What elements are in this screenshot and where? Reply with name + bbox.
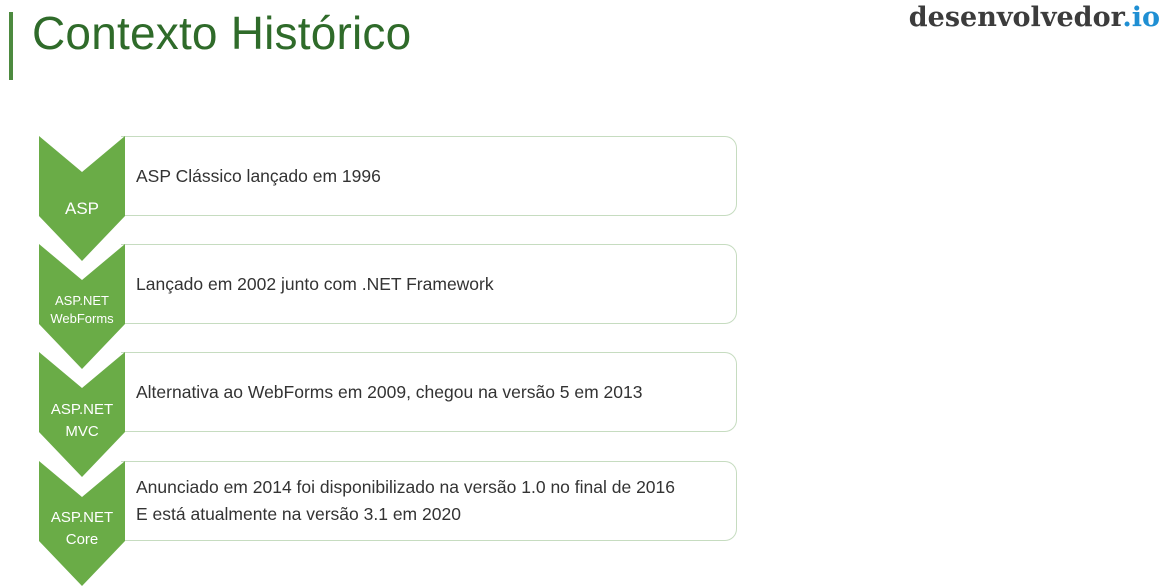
step-description: Lançado em 2002 junto com .NET Framework — [136, 244, 726, 324]
timeline-step-core: ASP.NET Core Anunciado em 2014 foi dispo… — [39, 461, 739, 586]
step-label: ASP.NET MVC — [39, 399, 125, 443]
step-description: ASP Clássico lançado em 1996 — [136, 136, 726, 216]
chevron-shape — [39, 244, 125, 369]
step-card — [121, 244, 737, 324]
chevron-shape — [39, 461, 125, 586]
timeline-step-asp: ASP ASP Clássico lançado em 1996 — [39, 136, 739, 261]
step-text-line: Alternativa ao WebForms em 2009, chegou … — [136, 381, 643, 402]
step-label-line: ASP.NET — [50, 401, 114, 418]
page-title: Contexto Histórico — [32, 7, 412, 59]
timeline-step-webforms: ASP.NET WebForms Lançado em 2002 junto c… — [39, 244, 739, 369]
step-card — [121, 136, 737, 216]
timeline-step-mvc: ASP.NET MVC Alternativa ao WebForms em 2… — [39, 352, 739, 477]
step-label: ASP — [39, 199, 125, 219]
step-text-line: Lançado em 2002 junto com .NET Framework — [136, 273, 494, 294]
step-description: Alternativa ao WebForms em 2009, chegou … — [136, 352, 726, 432]
logo-tld: .io — [1122, 2, 1160, 33]
chevron-shape — [39, 136, 125, 261]
step-label-line: WebForms — [50, 311, 114, 326]
step-label-line: Core — [65, 531, 99, 548]
step-text-line: ASP Clássico lançado em 1996 — [136, 165, 381, 186]
title-accent-bar — [9, 12, 13, 80]
brand-logo: desenvolvedor.io — [909, 2, 1160, 33]
step-label: ASP.NET WebForms — [39, 292, 125, 328]
step-description: Anunciado em 2014 foi disponibilizado na… — [136, 461, 726, 541]
step-text-line: Anunciado em 2014 foi disponibilizado na… — [136, 477, 675, 497]
logo-text: desenvolvedor — [908, 2, 1123, 33]
step-card — [121, 352, 737, 432]
step-text-line: E está atualmente na versão 3.1 em 2020 — [136, 504, 461, 524]
step-label-line: ASP — [64, 199, 100, 218]
step-label-line: ASP.NET — [55, 293, 109, 308]
step-label-line: ASP.NET — [50, 509, 114, 526]
step-label-line: MVC — [65, 423, 99, 440]
chevron-shape — [39, 352, 125, 477]
step-card — [121, 461, 737, 541]
step-label: ASP.NET Core — [39, 507, 125, 551]
